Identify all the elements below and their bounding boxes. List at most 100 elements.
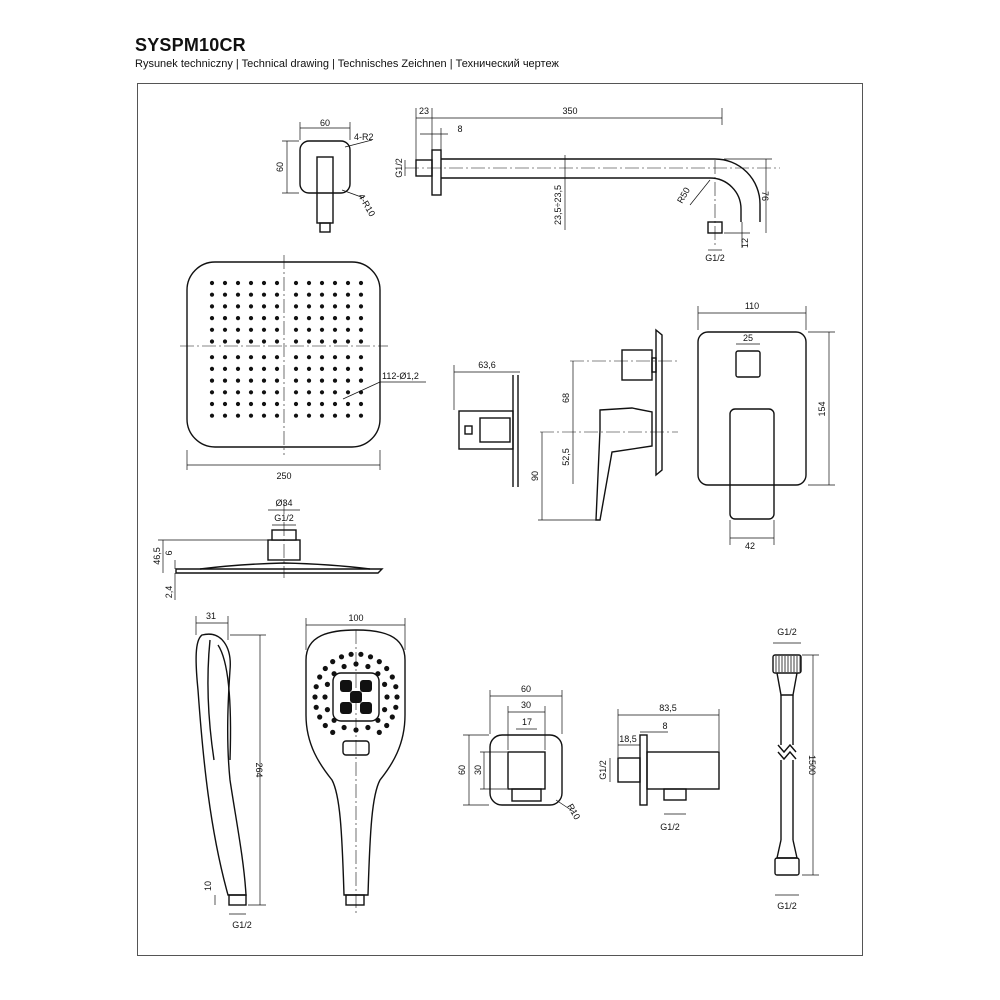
nozzle-hole bbox=[345, 355, 351, 360]
arm-thickness-dim: 23,5÷23,5 bbox=[553, 185, 563, 225]
massage-nozzle bbox=[340, 702, 352, 714]
nozzle-hole bbox=[319, 292, 325, 297]
nozzle-hole bbox=[345, 366, 351, 371]
hand-nozzle bbox=[358, 651, 364, 657]
nozzle-hole bbox=[209, 292, 215, 297]
nozzle-hole bbox=[222, 355, 228, 360]
nozzle-hole bbox=[332, 366, 338, 371]
hose-knurl bbox=[775, 656, 801, 672]
hand-100-dim: 100 bbox=[348, 613, 363, 623]
nozzle-hole bbox=[293, 355, 299, 360]
nozzle-hole bbox=[235, 366, 241, 371]
nozzle-hole bbox=[345, 413, 351, 418]
hand-nozzle bbox=[341, 724, 347, 731]
nozzle-hole bbox=[274, 280, 280, 286]
massage-nozzle bbox=[340, 680, 352, 692]
plate-42-dim: 42 bbox=[745, 541, 755, 551]
nozzle-hole bbox=[235, 390, 241, 395]
nozzle-hole bbox=[358, 413, 364, 418]
hand-nozzle bbox=[331, 671, 337, 677]
hand-nozzle bbox=[365, 663, 371, 670]
massage-nozzle bbox=[360, 680, 372, 692]
nozzle-hole bbox=[319, 316, 325, 321]
outlet-17-dim: 17 bbox=[522, 717, 532, 727]
nozzle-hole bbox=[274, 401, 280, 407]
hand-nozzle bbox=[341, 663, 347, 670]
nozzle-hole bbox=[332, 280, 338, 286]
hand-nozzle bbox=[382, 707, 388, 713]
hand-nozzle bbox=[389, 714, 395, 720]
mixer-side-view: 63,6 bbox=[453, 360, 520, 487]
nozzle-hole bbox=[209, 304, 215, 309]
arm-r50-label: R50 bbox=[675, 186, 692, 205]
hand-nozzle bbox=[324, 681, 330, 688]
arm-g12-label: G1/2 bbox=[394, 158, 404, 178]
nozzle-hole bbox=[235, 355, 241, 360]
nozzle-hole bbox=[293, 304, 299, 309]
head-250-dim: 250 bbox=[276, 471, 291, 481]
nozzle-hole bbox=[209, 327, 215, 332]
nozzle-hole bbox=[222, 304, 228, 309]
nozzle-hole bbox=[261, 327, 267, 332]
nozzle-hole bbox=[332, 339, 338, 344]
rain-shower-head-side-view: Ø34 G1/2 46,5 6 2,4 bbox=[152, 498, 384, 600]
outlet-30w-dim: 30 bbox=[521, 700, 531, 710]
nozzle-hole bbox=[222, 401, 228, 407]
nozzle-hole bbox=[209, 339, 215, 344]
nozzle-hole bbox=[248, 316, 254, 321]
head-holes-label: 112-Ø1,2 bbox=[382, 371, 419, 381]
nozzle-hole bbox=[306, 390, 312, 395]
hand-nozzle bbox=[338, 654, 345, 660]
hand-nozzle bbox=[322, 665, 328, 672]
nozzle-hole bbox=[319, 366, 325, 371]
hand-nozzle bbox=[375, 671, 381, 677]
nozzle-hole bbox=[345, 292, 351, 297]
nozzle-hole bbox=[293, 401, 299, 407]
outlet-g12-out-label: G1/2 bbox=[660, 822, 680, 832]
hand-nozzle bbox=[322, 722, 328, 729]
nozzle-hole bbox=[209, 355, 215, 360]
nozzle-hole bbox=[293, 378, 299, 383]
nozzle-hole bbox=[274, 378, 280, 383]
nozzle-hole bbox=[358, 316, 364, 321]
nozzle-hole bbox=[332, 390, 338, 395]
nozzle-hole bbox=[248, 390, 254, 395]
nozzle-holes bbox=[209, 280, 364, 418]
nozzle-hole bbox=[319, 401, 325, 407]
nozzle-hole bbox=[319, 280, 325, 286]
nozzle-hole bbox=[306, 280, 312, 286]
hand-nozzle bbox=[384, 665, 390, 672]
nozzle-hole bbox=[332, 327, 338, 332]
elbow-height-dim: 60 bbox=[275, 162, 285, 172]
nozzle-hole bbox=[222, 292, 228, 297]
plate-110-dim: 110 bbox=[745, 301, 759, 311]
shower-arm-side-view: 23 350 8 G1/2 23,5÷23,5 R50 76 12 G1/2 bbox=[394, 106, 780, 263]
outlet-g12-in-label: G1/2 bbox=[598, 760, 608, 780]
nozzle-hole bbox=[261, 316, 267, 321]
nozzle-hole bbox=[261, 304, 267, 309]
hand-nozzle bbox=[384, 722, 390, 729]
nozzle-hole bbox=[306, 401, 312, 407]
nozzle-hole bbox=[345, 401, 351, 407]
outlet-side-view: 83,5 18,5 8 G1/2 G1/2 bbox=[598, 703, 720, 832]
nozzle-hole bbox=[248, 339, 254, 344]
nozzle-hole bbox=[222, 339, 228, 344]
nozzle-hole bbox=[332, 355, 338, 360]
nozzle-hole bbox=[209, 401, 215, 407]
nozzle-hole bbox=[248, 413, 254, 418]
nozzle-hole bbox=[293, 339, 299, 344]
hand-nozzle bbox=[365, 724, 371, 731]
hand-nozzle bbox=[317, 714, 323, 720]
nozzle-hole bbox=[332, 401, 338, 407]
nozzle-hole bbox=[358, 355, 364, 360]
nozzle-hole bbox=[306, 366, 312, 371]
nozzle-hole bbox=[332, 378, 338, 383]
nozzle-hole bbox=[274, 316, 280, 321]
mixer-68-dim: 68 bbox=[561, 393, 571, 403]
drawing-frame bbox=[137, 83, 863, 956]
rain-shower-head-front-view: 112-Ø1,2 250 bbox=[180, 255, 426, 481]
nozzle-hole bbox=[209, 413, 215, 418]
hand-nozzle bbox=[375, 717, 381, 723]
nozzle-hole bbox=[306, 339, 312, 344]
nozzle-hole bbox=[358, 304, 364, 309]
